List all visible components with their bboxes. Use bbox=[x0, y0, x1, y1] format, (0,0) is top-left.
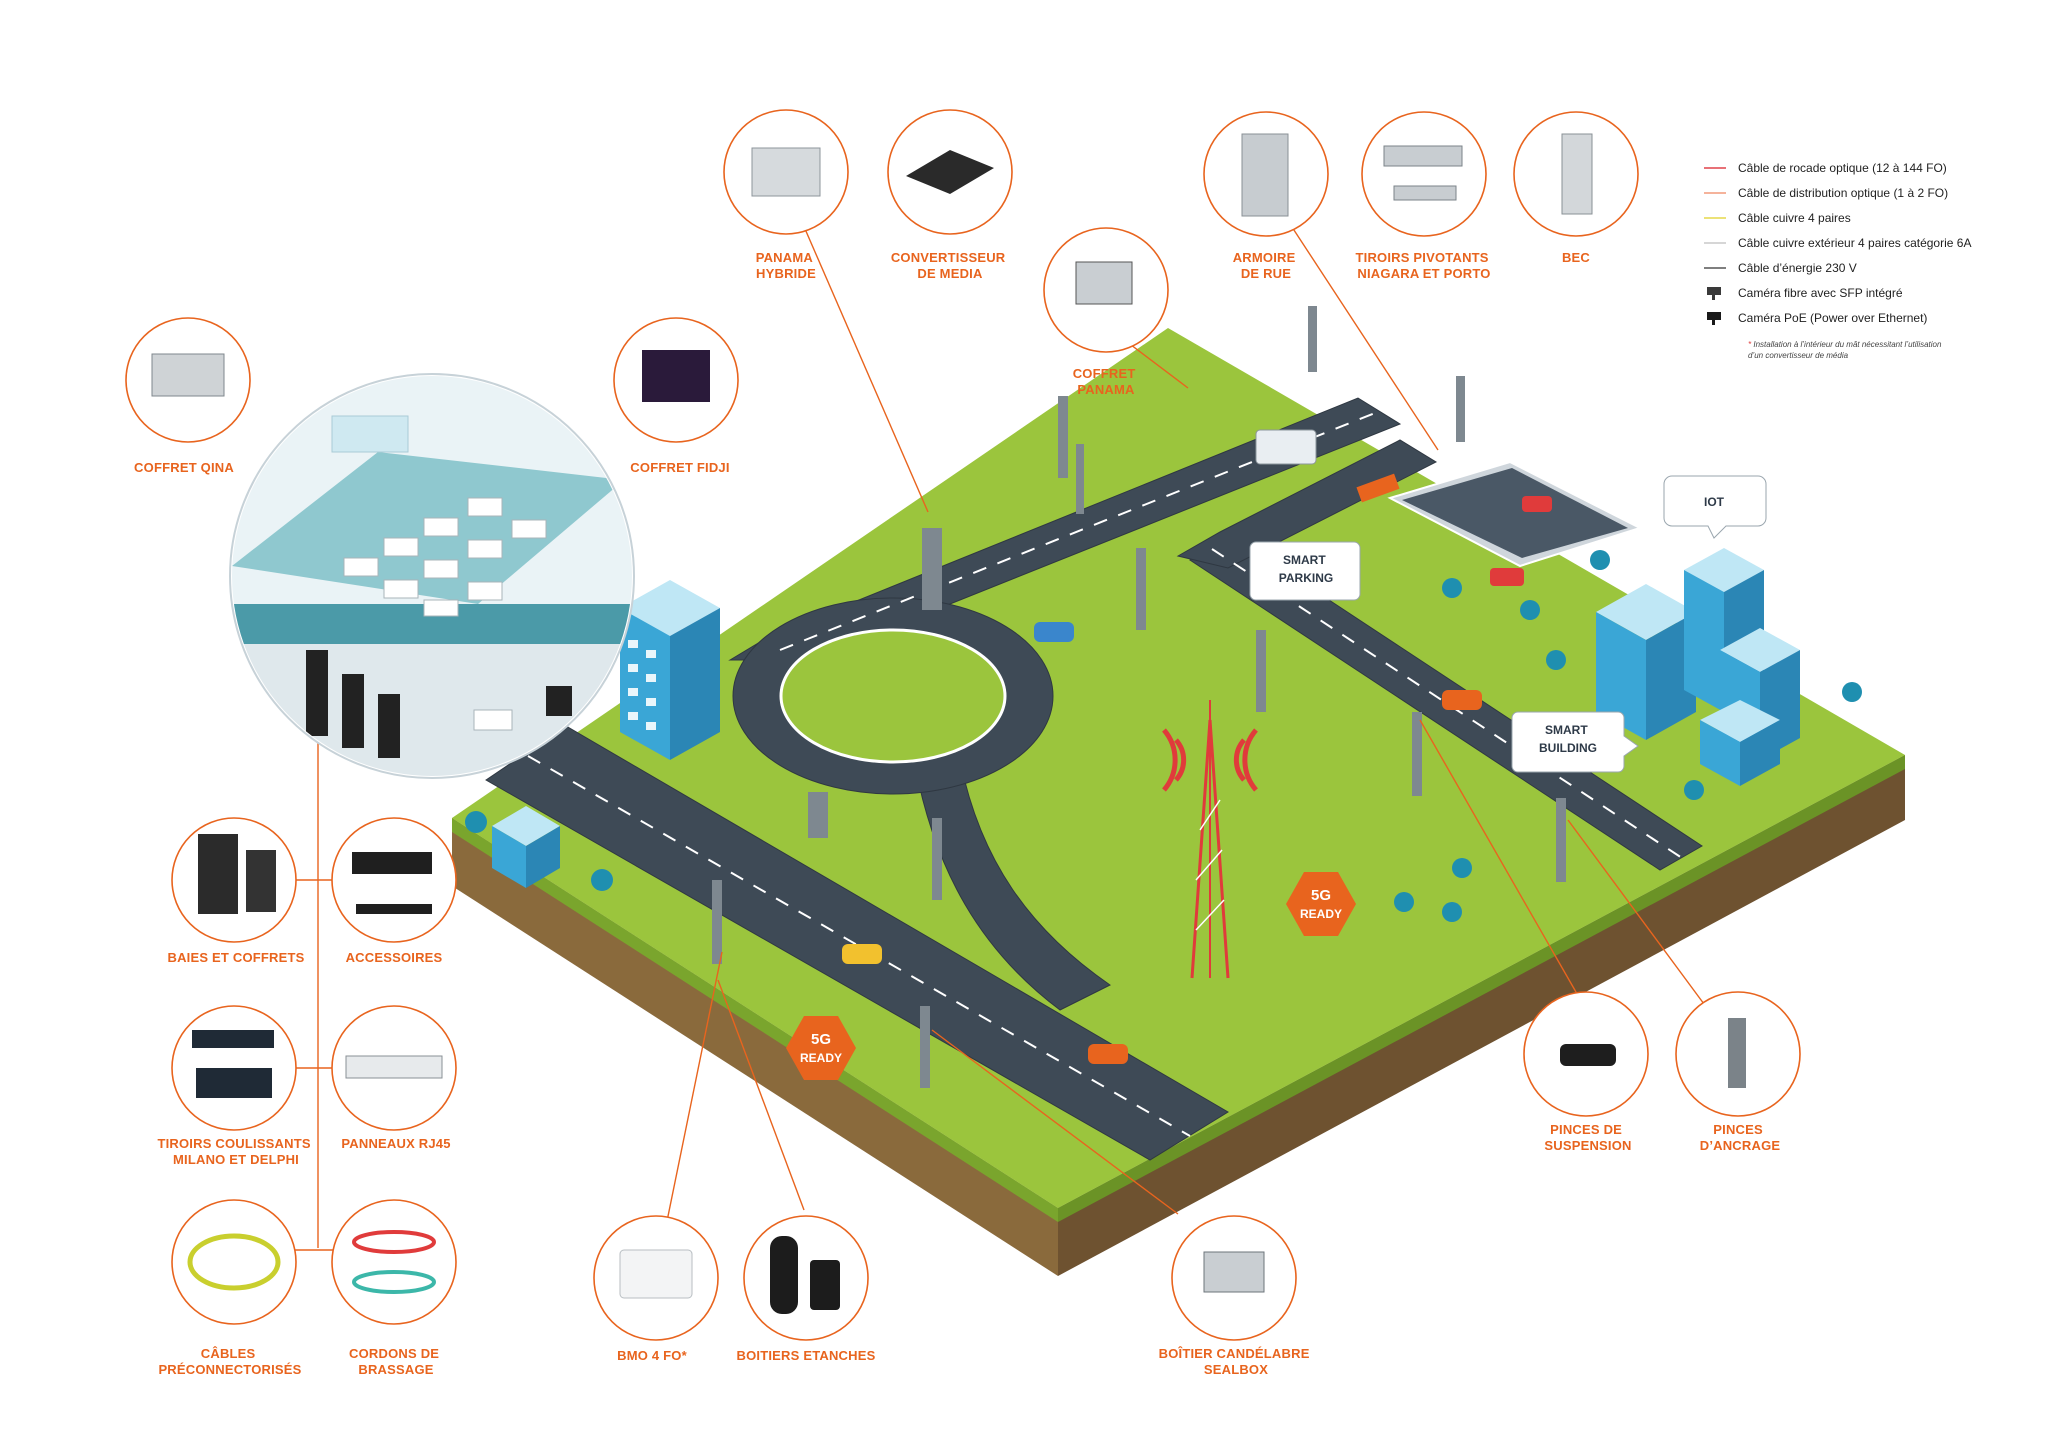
legend-label: Câble de rocade optique (12 à 144 FO) bbox=[1738, 161, 1947, 175]
pince-ancrage-icon bbox=[1728, 1018, 1746, 1088]
legend-row: Caméra PoE (Power over Ethernet) bbox=[1707, 311, 1927, 325]
label-bmo: BMO 4 FO* bbox=[617, 1348, 687, 1363]
smart-building-label: SMART BUILDING bbox=[1539, 723, 1597, 755]
tower-left bbox=[620, 580, 720, 760]
panneau-rj45-icon bbox=[345, 1055, 443, 1079]
vehicles bbox=[842, 429, 1482, 1064]
ground-soil-left bbox=[452, 818, 1058, 1276]
coffret-panama-icon bbox=[1075, 261, 1133, 305]
callout-ring-cordons bbox=[331, 1199, 457, 1325]
accessoires-icon bbox=[352, 852, 432, 874]
legend-row: Caméra fibre avec SFP intégré bbox=[1707, 286, 1903, 300]
svg-text:5G: 5G bbox=[811, 1031, 831, 1048]
label-accessoires: ACCESSOIRES bbox=[346, 950, 443, 965]
legend-footnote-2: d’un convertisseur de média bbox=[1748, 351, 1849, 360]
legend-label: Câble d’énergie 230 V bbox=[1738, 261, 1857, 275]
street-poles bbox=[712, 306, 1566, 1088]
svg-text:READY: READY bbox=[800, 1051, 842, 1065]
baie-icon bbox=[198, 834, 238, 914]
product-thumbnails bbox=[151, 133, 1746, 1314]
callout-ring-boitiers bbox=[743, 1215, 869, 1341]
cable-leaders bbox=[292, 221, 1705, 1251]
camera-fibre-icon bbox=[1707, 287, 1721, 300]
smart-parking-bubble: SMART PARKING bbox=[1249, 541, 1361, 601]
callout-ring-accessoires bbox=[331, 817, 457, 943]
legend-row: Câble cuivre extérieur 4 paires catégori… bbox=[1704, 236, 1971, 250]
lane-markings bbox=[527, 410, 1683, 1137]
legend-row: Câble de distribution optique (1 à 2 FO) bbox=[1704, 186, 1948, 200]
armoire-icon bbox=[1241, 133, 1289, 217]
parking-car-red-1 bbox=[1522, 496, 1552, 512]
smart-parking-lot bbox=[1356, 460, 1643, 586]
label-armoire: ARMOIRE DE RUE bbox=[1233, 250, 1300, 281]
legend-label: Caméra fibre avec SFP intégré bbox=[1738, 286, 1903, 300]
boitier-etanche-icon bbox=[770, 1236, 798, 1314]
camera-poe-icon bbox=[1707, 312, 1721, 325]
legend-footnote: * Installation à l’intérieur du mât néce… bbox=[1748, 340, 1942, 349]
sealbox-icon bbox=[1203, 1251, 1265, 1293]
label-cordons: CORDONS DE BRASSAGE bbox=[349, 1346, 443, 1377]
truck bbox=[1255, 429, 1317, 465]
iot-bubble: IOT bbox=[1663, 475, 1767, 539]
callout-ring-cables bbox=[171, 1199, 297, 1325]
parking-car-red-2 bbox=[1490, 568, 1524, 586]
coffret-fidji-icon bbox=[642, 350, 710, 402]
svg-text:5G: 5G bbox=[1311, 887, 1331, 904]
coffret-qina-icon bbox=[151, 353, 225, 397]
label-pinces-suspension: PINCES DE SUSPENSION bbox=[1544, 1122, 1631, 1153]
tiroir-coulissant-icon bbox=[192, 1030, 274, 1048]
label-panneaux: PANNEAUX RJ45 bbox=[341, 1136, 450, 1151]
label-panama-hybride: PANAMA HYBRIDE bbox=[756, 250, 817, 281]
label-pinces-ancrage: PINCES D’ANCRAGE bbox=[1700, 1122, 1781, 1153]
ground-grass-edge-left bbox=[452, 818, 1058, 1222]
tiroirs-pivotants-icon bbox=[1383, 145, 1463, 167]
office-cutaway bbox=[229, 373, 635, 779]
panama-hybride-icon bbox=[751, 147, 821, 197]
legend-row: Câble de rocade optique (12 à 144 FO) bbox=[1704, 161, 1947, 175]
road-cross bbox=[1176, 439, 1438, 569]
label-boitiers: BOITIERS ETANCHES bbox=[737, 1348, 876, 1363]
smart-building-bubble: SMART BUILDING bbox=[1511, 711, 1639, 773]
label-sealbox: BOÎTIER CANDÉLABRE SEALBOX bbox=[1159, 1346, 1314, 1377]
ground-soil-right bbox=[1058, 755, 1905, 1276]
label-coffret-qina: COFFRET QINA bbox=[134, 460, 234, 475]
callout-labels: PANAMA HYBRIDE CONVERTISSEUR DE MEDIA CO… bbox=[134, 250, 1780, 1377]
label-coffret-fidji: COFFRET FIDJI bbox=[630, 460, 729, 475]
legend-label: Câble cuivre extérieur 4 paires catégori… bbox=[1738, 236, 1971, 250]
pince-suspension-icon bbox=[1560, 1044, 1616, 1066]
legend: Câble de rocade optique (12 à 144 FO) Câb… bbox=[1704, 161, 1971, 325]
callout-ring-tiroirs-pivotants bbox=[1361, 111, 1487, 237]
small-building-left bbox=[492, 806, 560, 888]
bec-icon bbox=[1561, 133, 1593, 215]
legend-label: Câble cuivre 4 paires bbox=[1738, 211, 1851, 225]
5g-tower bbox=[1162, 700, 1258, 979]
cable-preconnectorise-icon bbox=[187, 1233, 281, 1291]
label-tiroirs-pivotants: TIROIRS PIVOTANTS NIAGARA ET PORTO bbox=[1356, 250, 1493, 281]
label-tiroirs-coulissants: TIROIRS COULISSANTS MILANO ET DELPHI bbox=[157, 1136, 314, 1167]
ground-grass-edge-right bbox=[1058, 755, 1905, 1222]
bmo-icon bbox=[619, 1249, 693, 1299]
media-converter-icon bbox=[906, 150, 994, 194]
svg-text:READY: READY bbox=[1300, 907, 1342, 921]
iot-label: IOT bbox=[1704, 495, 1725, 509]
5g-ready-badge-field: 5G READY bbox=[1286, 872, 1356, 936]
roundabout-inner bbox=[779, 628, 1007, 764]
label-coffret-panama: COFFRET PANAMA bbox=[1073, 366, 1140, 397]
label-baies: BAIES ET COFFRETS bbox=[167, 950, 304, 965]
smart-parking-label: SMART PARKING bbox=[1279, 553, 1333, 585]
legend-row: Câble d’énergie 230 V bbox=[1704, 261, 1857, 275]
legend-label: Câble de distribution optique (1 à 2 FO) bbox=[1738, 186, 1948, 200]
label-convertisseur: CONVERTISSEUR DE MEDIA bbox=[891, 250, 1009, 281]
label-bec: BEC bbox=[1562, 250, 1590, 265]
legend-label: Caméra PoE (Power over Ethernet) bbox=[1738, 311, 1927, 325]
legend-row: Câble cuivre 4 paires bbox=[1704, 211, 1851, 225]
5g-ready-badge-road: 5G READY bbox=[786, 1016, 856, 1080]
label-cables: CÂBLES PRÉCONNECTORISÉS bbox=[158, 1346, 301, 1377]
smart-building-cluster bbox=[1596, 548, 1800, 786]
cordon-brassage-icon bbox=[352, 1230, 436, 1254]
